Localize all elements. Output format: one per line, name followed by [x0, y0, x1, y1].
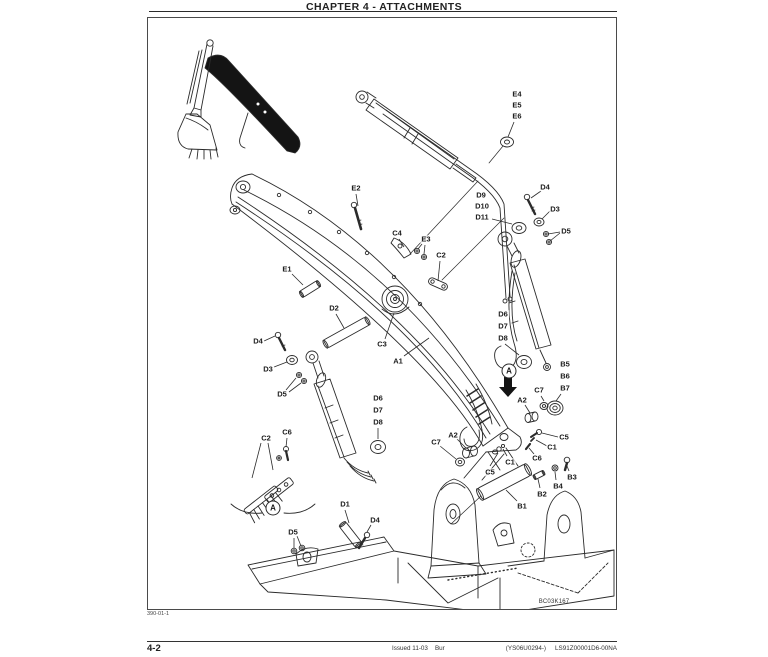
exploded-diagram	[148, 18, 616, 609]
callout-c4: C4	[391, 228, 403, 238]
callout-b4: B4	[552, 481, 564, 491]
callout-d3: D3	[549, 204, 561, 214]
callout-d9: D9	[475, 190, 487, 200]
issued-region: Bur	[434, 645, 445, 652]
callout-b2: B2	[536, 489, 548, 499]
callout-d10: D10	[474, 201, 490, 211]
callout-d4: D4	[369, 515, 381, 525]
callout-e1: E1	[281, 264, 293, 274]
callout-d7: D7	[372, 405, 384, 415]
page-number: 4-2	[147, 643, 161, 654]
header-rule	[149, 11, 617, 12]
callout-e4: E4	[511, 89, 523, 99]
callout-d2: D2	[328, 303, 340, 313]
callout-d6: D6	[497, 309, 509, 319]
pins-and-fasteners	[275, 194, 570, 554]
callout-d5: D5	[276, 389, 288, 399]
callout-e6: E6	[511, 111, 523, 121]
callout-d1: D1	[339, 499, 351, 509]
callout-c5: C5	[558, 432, 570, 442]
callout-c1: C1	[546, 442, 558, 452]
arm-cylinder	[356, 91, 514, 303]
form-number: 390-01-1	[147, 611, 170, 617]
callout-c2: C2	[260, 433, 272, 443]
callout-d8: D8	[372, 417, 384, 427]
boom-foot	[456, 356, 564, 481]
issued-date: Issued 11-03	[392, 645, 428, 652]
callout-a2: A2	[516, 395, 528, 405]
callout-b7: B7	[559, 383, 571, 393]
carrier-frame	[248, 479, 614, 609]
left-cylinder	[306, 351, 386, 483]
callout-b3: B3	[566, 472, 578, 482]
detail-marker-a: A	[265, 500, 281, 516]
callout-d8: D8	[497, 333, 509, 343]
footer-doc-codes: (YS06U0294-) LS91Z00001D6-00NA	[506, 645, 617, 652]
callout-d4: D4	[539, 182, 551, 192]
callout-c6: C6	[281, 427, 293, 437]
callout-leader-lines	[252, 122, 569, 548]
callout-b6: B6	[559, 371, 571, 381]
doc-code: LS91Z00001D6-00NA	[555, 645, 617, 652]
callout-a1: A1	[392, 356, 404, 366]
hose-clamp-detail	[231, 447, 315, 524]
callout-e2: E2	[350, 183, 362, 193]
callout-e3: E3	[420, 234, 432, 244]
footer-issued: Issued 11-03 Bur	[392, 645, 445, 652]
callout-c7: C7	[430, 437, 442, 447]
callout-d5: D5	[287, 527, 299, 537]
callout-c3: C3	[376, 339, 388, 349]
callout-d11: D11	[474, 212, 490, 222]
callout-a2: A2	[447, 430, 459, 440]
callout-d3: D3	[262, 364, 274, 374]
callout-c7: C7	[533, 385, 545, 395]
excavator-thumbnail	[178, 40, 300, 159]
callout-d6: D6	[372, 393, 384, 403]
model-code: (YS06U0294-)	[505, 645, 547, 652]
callout-b1: B1	[516, 501, 528, 511]
chapter-title: CHAPTER 4 - ATTACHMENTS	[306, 1, 462, 13]
callout-d7: D7	[497, 321, 509, 331]
callout-d5: D5	[560, 226, 572, 236]
callout-c2: C2	[435, 250, 447, 260]
callout-c6: C6	[531, 453, 543, 463]
callout-d4: D4	[252, 336, 264, 346]
callout-b5: B5	[559, 359, 571, 369]
detail-marker-a: A	[501, 363, 517, 379]
callout-e5: E5	[511, 100, 523, 110]
callout-c5: C5	[484, 467, 496, 477]
figure-ref-code: BC03K167	[538, 599, 570, 605]
callout-c1: C1	[504, 457, 516, 467]
footer-rule	[147, 641, 617, 642]
